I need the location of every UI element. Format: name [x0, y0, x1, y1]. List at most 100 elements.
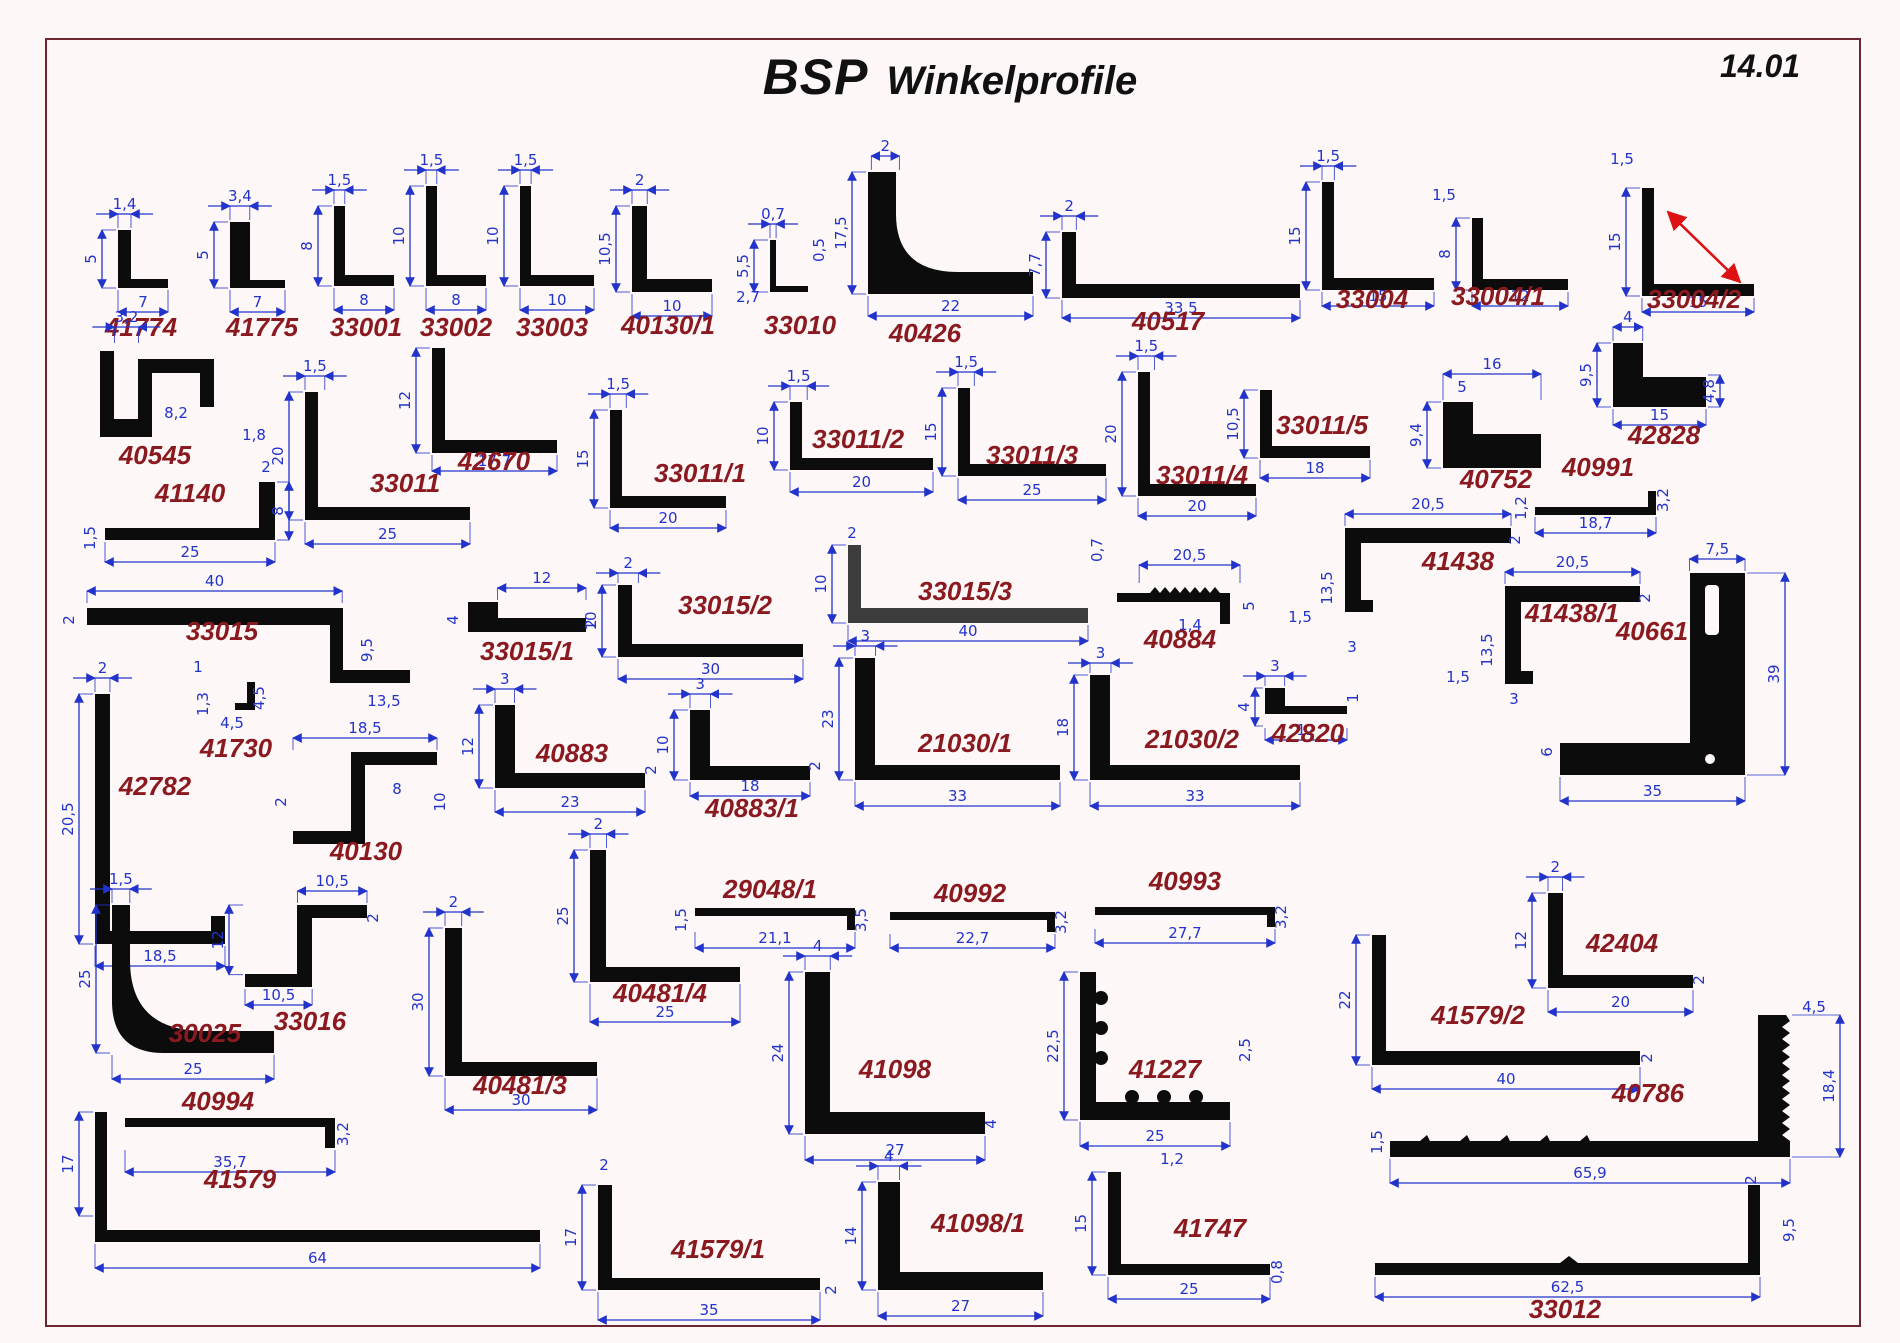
part-number: 41098/1 — [930, 1208, 1025, 1238]
part-number: 33012 — [1529, 1294, 1602, 1324]
page-number: 14.01 — [1720, 48, 1801, 84]
dim-label: 30 — [701, 660, 720, 678]
dim-label: 18,4 — [1820, 1069, 1838, 1102]
profile-shape — [1265, 688, 1347, 714]
dim-label: 4 — [813, 937, 823, 955]
part-number: 40884 — [1143, 624, 1217, 654]
part-number: 21030/2 — [1144, 724, 1240, 754]
dim-label: 1,2 — [1160, 1150, 1184, 1168]
dim-label: 4,5 — [250, 686, 268, 710]
part-number: 41579/2 — [1430, 1000, 1526, 1030]
dim-label: 8,2 — [164, 404, 188, 422]
dim-label: 25 — [378, 525, 397, 543]
dim-label: 10 — [754, 426, 772, 445]
dim-label: 0,7 — [761, 205, 785, 223]
part-number: 33015 — [186, 616, 259, 646]
part-number: 40752 — [1459, 464, 1533, 494]
profile-shape — [305, 392, 470, 520]
dim-label: 62,5 — [1551, 1278, 1584, 1296]
profile-shape — [1108, 1172, 1270, 1275]
dim-label: 7,7 — [1026, 253, 1044, 277]
page-border — [45, 38, 1861, 1327]
dim-label: 12 — [532, 569, 551, 587]
dim-label: 4 — [1623, 308, 1633, 326]
dim-label: 1,5 — [303, 357, 327, 375]
part-number: 33004/1 — [1451, 281, 1545, 311]
dim-label: 3 — [695, 675, 705, 693]
dim-label: 2 — [364, 913, 382, 923]
dim-label: 24 — [769, 1043, 787, 1062]
dim-label: 2 — [261, 458, 271, 476]
part-number: 33011/5 — [1276, 410, 1369, 440]
dim-label: 1,5 — [1316, 147, 1340, 165]
dim-label: 3 — [1509, 690, 1519, 708]
part-number: 40993 — [1148, 866, 1222, 896]
dim-label: 30 — [409, 992, 427, 1011]
profile-shape — [1560, 573, 1745, 775]
dim-label: 1,2 — [1512, 496, 1530, 520]
profile-shape — [1322, 182, 1434, 290]
dim-label: 10 — [547, 291, 566, 309]
dim-label: 12 — [209, 930, 227, 949]
dim-label: 1,5 — [1288, 608, 1312, 626]
part-number: 40991 — [1561, 452, 1634, 482]
dim-label: 2 — [272, 797, 290, 807]
dim-label: 33,5 — [1164, 299, 1197, 317]
profile-shape — [1642, 188, 1754, 296]
dim-label: 22 — [941, 297, 960, 315]
dim-label: 2 — [623, 554, 633, 572]
dim-label: 15 — [1606, 232, 1624, 251]
dim-label: 40 — [205, 572, 224, 590]
dim-label: 35 — [699, 1301, 718, 1319]
dim-label: 4,8 — [1700, 379, 1718, 403]
dim-label: 7 — [253, 293, 263, 311]
part-number: 29048/1 — [722, 874, 817, 904]
dim-label: 2 — [599, 1156, 609, 1174]
dim-label: 17 — [59, 1154, 77, 1173]
dim-label: 5,5 — [734, 254, 752, 278]
dim-label: 3,2 — [1052, 910, 1070, 934]
dim-label: 2 — [1064, 197, 1074, 215]
part-number: 40130/1 — [620, 310, 715, 340]
dim-label: 18 — [740, 777, 759, 795]
part-number: 30025 — [169, 1018, 242, 1048]
dim-label: 25 — [554, 906, 572, 925]
dim-label: 20 — [852, 473, 871, 491]
dim-label: 33 — [948, 787, 967, 805]
dim-label: 3,2 — [1654, 488, 1672, 512]
dim-label: 2 — [60, 615, 78, 625]
part-number: 41098 — [858, 1054, 932, 1084]
dim-label: 40 — [958, 622, 977, 640]
dim-label: 12 — [1296, 721, 1315, 739]
dim-label: 10 — [662, 297, 681, 315]
dim-label: 1,5 — [419, 151, 443, 169]
dim-label: 33 — [1185, 787, 1204, 805]
profile-shape — [293, 752, 437, 844]
dim-label: 5 — [194, 250, 212, 260]
red-diagonal-arrow — [1666, 210, 1742, 284]
dim-label: 0,5 — [810, 238, 828, 262]
dim-label: 12 — [1510, 287, 1529, 305]
dim-label: 2 — [1550, 858, 1560, 876]
dim-label: 1,5 — [514, 151, 538, 169]
part-number: 41775 — [225, 312, 299, 342]
profile-shape — [1613, 343, 1706, 407]
part-number: 40883/1 — [704, 793, 799, 823]
